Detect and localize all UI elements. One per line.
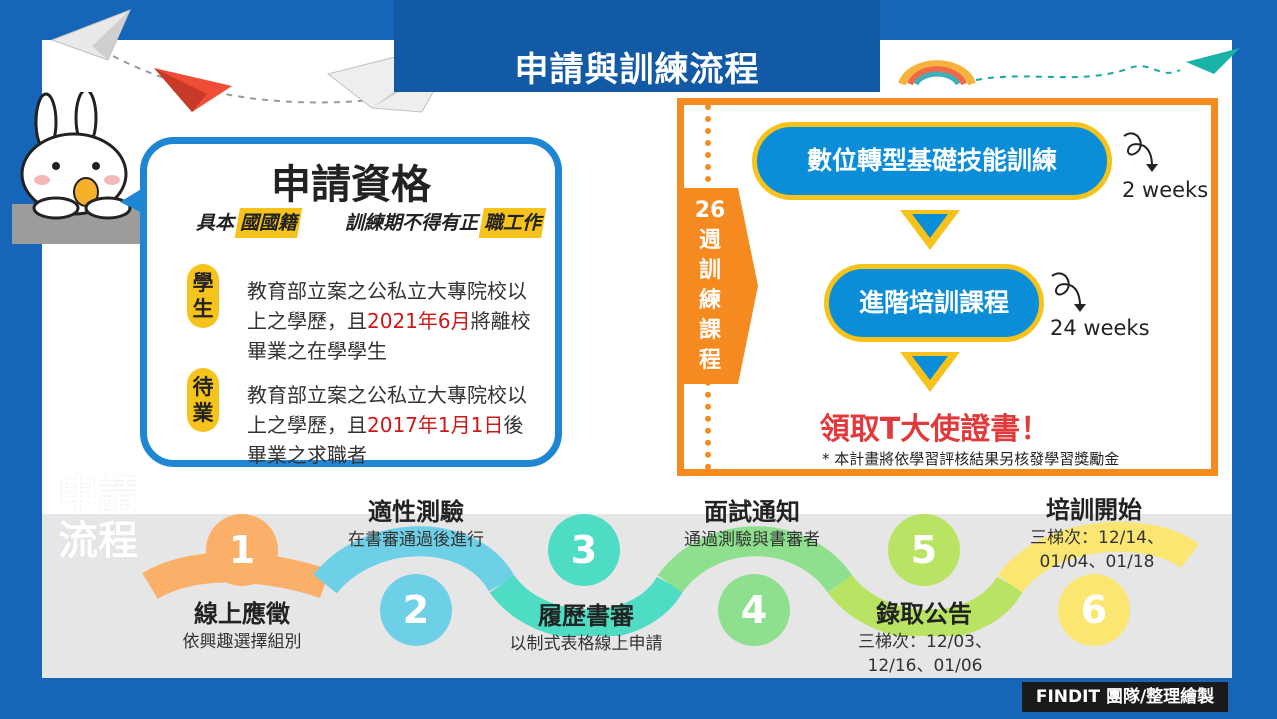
title-tab: 申請與訓練流程 (394, 0, 880, 92)
student-line-1: 教育部立案之公私立大專院校以 (247, 279, 527, 303)
course-advanced-weeks: 24 weeks (1050, 316, 1150, 340)
step-2-sub: 在書審通過後進行 (348, 530, 484, 550)
course-basic-pill: 數位轉型基礎技能訓練 (752, 122, 1112, 200)
step-6-title: 培訓開始 (1046, 496, 1142, 524)
rainbow-icon (907, 66, 967, 86)
process-label: 申請流程 (58, 472, 138, 564)
student-line-2a: 上之學歷，且 (247, 309, 367, 333)
student-line-2: 上之學歷，且2021年6月將離校 (247, 306, 557, 336)
nationality-tag-prefix: 具本 (196, 212, 235, 234)
jobseeker-line-1: 教育部立案之公私立大專院校以 (247, 383, 527, 407)
wave-segment-3 (489, 574, 684, 636)
step-1-sub: 依興趣選擇組別 (182, 632, 302, 652)
jobseeker-line-3: 畢業之求職者 (247, 443, 367, 467)
step-6-sub-line-1: 三梯次：12/14、 (1030, 528, 1164, 548)
certificate-text: 領取T大使證書！ (819, 412, 1051, 447)
student-line-2b: 將離校 (470, 309, 531, 333)
step-3-sub: 以制式表格線上申請 (509, 634, 663, 654)
wave-segment-6 (997, 521, 1199, 594)
reward-note: * 本計畫將依學習評核結果另核發學習獎勵金 (822, 450, 1120, 468)
step-5-title: 錄取公告 (876, 600, 972, 628)
wave-segment-4 (657, 526, 853, 594)
credit-label: FINDIT 團隊/整理繪製 (1022, 682, 1228, 712)
eligibility-heading: 申請資格 (271, 162, 431, 208)
jobseeker-label: 待業 (187, 368, 219, 432)
jobseeker-date: 2017年1月1日 (367, 413, 504, 437)
jobseeker-label-text: 待業 (192, 375, 214, 425)
step-6-circle: 6 (1058, 574, 1130, 646)
jobseeker-line-2: 上之學歷，且2017年1月1日後 (247, 410, 557, 440)
jobseeker-line-2a: 上之學歷，且 (247, 413, 367, 437)
process-wave (142, 521, 1199, 636)
page-title: 申請與訓練流程 (514, 50, 760, 90)
step-3-circle: 3 (548, 514, 620, 586)
no-job-tag-highlight: 職工作 (478, 208, 548, 238)
no-job-tag: 訓練期不得有正職工作 (345, 208, 548, 238)
course-advanced-pill: 進階培訓課程 (824, 264, 1044, 342)
jobseeker-line-2b: 後 (503, 413, 524, 437)
step-1-circle: 1 (206, 514, 278, 586)
step-5-circle: 5 (888, 514, 960, 586)
step-5-sub-line-1: 三梯次：12/03、 (858, 632, 992, 652)
step-3-title: 履歷書審 (538, 602, 634, 630)
student-requirement: 教育部立案之公私立大專院校以 上之學歷，且2021年6月將離校 畢業之在學學生 (247, 276, 557, 366)
rainbow-plane-illustration (898, 48, 1240, 86)
step-2-circle: 2 (380, 574, 452, 646)
curl-arrow-icon (1051, 272, 1086, 312)
student-line-3: 畢業之在學學生 (247, 339, 387, 363)
step-5-sub: 三梯次：12/03、 12/16、01/06 (830, 630, 1020, 678)
duration-label: 26週訓練課程 (694, 198, 726, 373)
step-6-sub: 三梯次：12/14、 01/04、01/18 (1002, 526, 1192, 574)
course-basic-weeks: 2 weeks (1122, 178, 1209, 202)
step-4-sub: 通過測驗與書審者 (684, 530, 820, 550)
teal-plane-icon (1186, 48, 1240, 74)
duration-arrow (680, 188, 758, 384)
step-5-sub-line-2: 12/16、01/06 (867, 656, 983, 676)
nationality-tag-highlight: 國國籍 (234, 208, 304, 238)
step-4-title: 面試通知 (704, 498, 800, 526)
rabbit-mascot-icon (12, 92, 148, 244)
step-2-title: 適性測驗 (368, 498, 464, 526)
step-6-sub-line-2: 01/04、01/18 (1039, 552, 1155, 572)
wave-segment-5 (827, 574, 1024, 636)
wave-segment-2 (313, 526, 516, 594)
step-1-title: 線上應徵 (194, 600, 290, 628)
student-label-text: 學生 (192, 271, 214, 321)
nationality-tag: 具本國國籍 (196, 208, 304, 238)
no-job-tag-prefix: 訓練期不得有正 (345, 212, 479, 234)
step-4-circle: 4 (718, 574, 790, 646)
student-date: 2021年6月 (367, 309, 471, 333)
curl-arrow-icon (1123, 132, 1158, 172)
jobseeker-requirement: 教育部立案之公私立大專院校以 上之學歷，且2017年1月1日後 畢業之求職者 (247, 380, 557, 470)
student-label: 學生 (187, 264, 219, 328)
